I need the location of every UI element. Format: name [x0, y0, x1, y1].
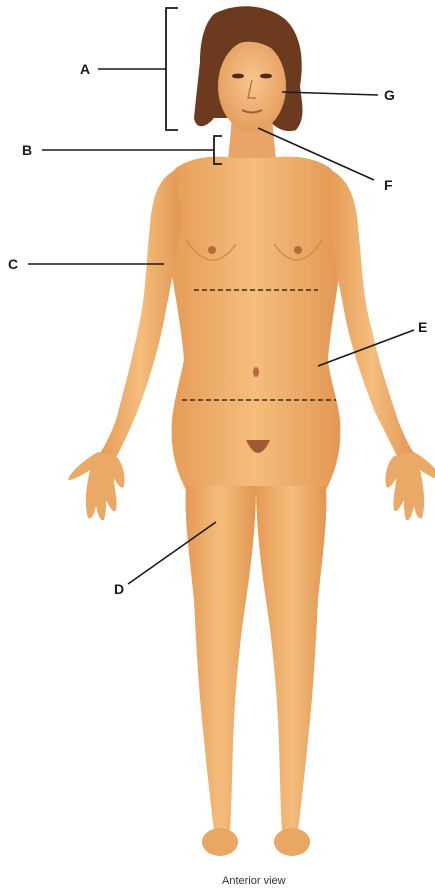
left-nipple [208, 246, 216, 254]
body-silhouette [68, 6, 435, 856]
navel [253, 367, 259, 377]
right-foot [274, 828, 310, 856]
torso [165, 157, 344, 490]
right-eye [260, 74, 272, 79]
label-a: A [80, 61, 90, 77]
right-nipple [294, 246, 302, 254]
bracket-a [166, 8, 178, 130]
left-hand [68, 452, 125, 520]
left-arm [98, 170, 182, 462]
right-hand [385, 452, 435, 520]
left-leg [186, 486, 256, 830]
right-arm [328, 170, 416, 462]
right-leg [256, 486, 326, 830]
caption: Anterior view [222, 875, 286, 887]
label-b: B [22, 142, 32, 158]
label-c: C [8, 256, 18, 272]
face [218, 40, 286, 132]
label-g: G [384, 87, 395, 103]
left-eye [232, 74, 244, 79]
label-d: D [114, 581, 124, 597]
label-f: F [384, 177, 393, 193]
label-e: E [418, 319, 427, 335]
left-foot [202, 828, 238, 856]
